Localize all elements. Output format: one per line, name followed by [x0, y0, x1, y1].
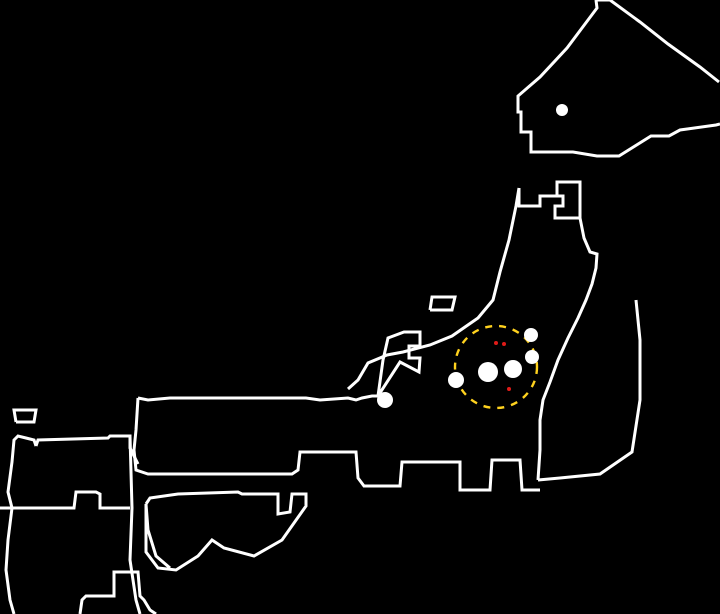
marker-hokkaido[interactable] [556, 104, 568, 116]
coastline-honshu-east-coast [537, 299, 642, 482]
coastline-kyushu [4, 434, 38, 614]
coastline-honshu-northwest-coast [346, 187, 521, 391]
coastline-chugoku-south [144, 503, 171, 570]
coastline-kyushu-south [78, 570, 157, 614]
alert-dot-2 [502, 342, 506, 346]
coastline-kyushu-east [128, 435, 142, 614]
coastline-honshu-northeast-coast [536, 217, 599, 481]
city-marker-layer[interactable] [377, 104, 568, 408]
marker-chubu-north[interactable] [524, 328, 538, 342]
marker-chubu-south[interactable] [525, 350, 539, 364]
coastline-honshu-north [517, 180, 582, 220]
marker-kansai-west[interactable] [448, 372, 464, 388]
alert-dot-1 [494, 341, 498, 345]
coastline-kyushu-north [34, 434, 140, 465]
alert-dot-3 [507, 387, 511, 391]
coastline-shikoku [144, 490, 308, 572]
marker-kansai-east[interactable] [504, 360, 522, 378]
coastline-sado-island [428, 295, 457, 312]
range-arc [453, 324, 539, 410]
coastline-kyushu-interior [0, 490, 130, 510]
range-arc-layer [453, 324, 539, 410]
coastline-hokkaido [516, 0, 720, 158]
coastline-hokkaido-east [596, 0, 720, 84]
coastline-goto-island [12, 408, 38, 424]
coastline-noto-peninsula [376, 330, 422, 397]
alert-dot-layer [494, 341, 511, 391]
coastline-honshu-southwest [132, 397, 540, 492]
marker-kansai-center[interactable] [478, 362, 498, 382]
coastline-honshu-south-coast [137, 394, 378, 402]
marker-hokuriku[interactable] [377, 392, 393, 408]
